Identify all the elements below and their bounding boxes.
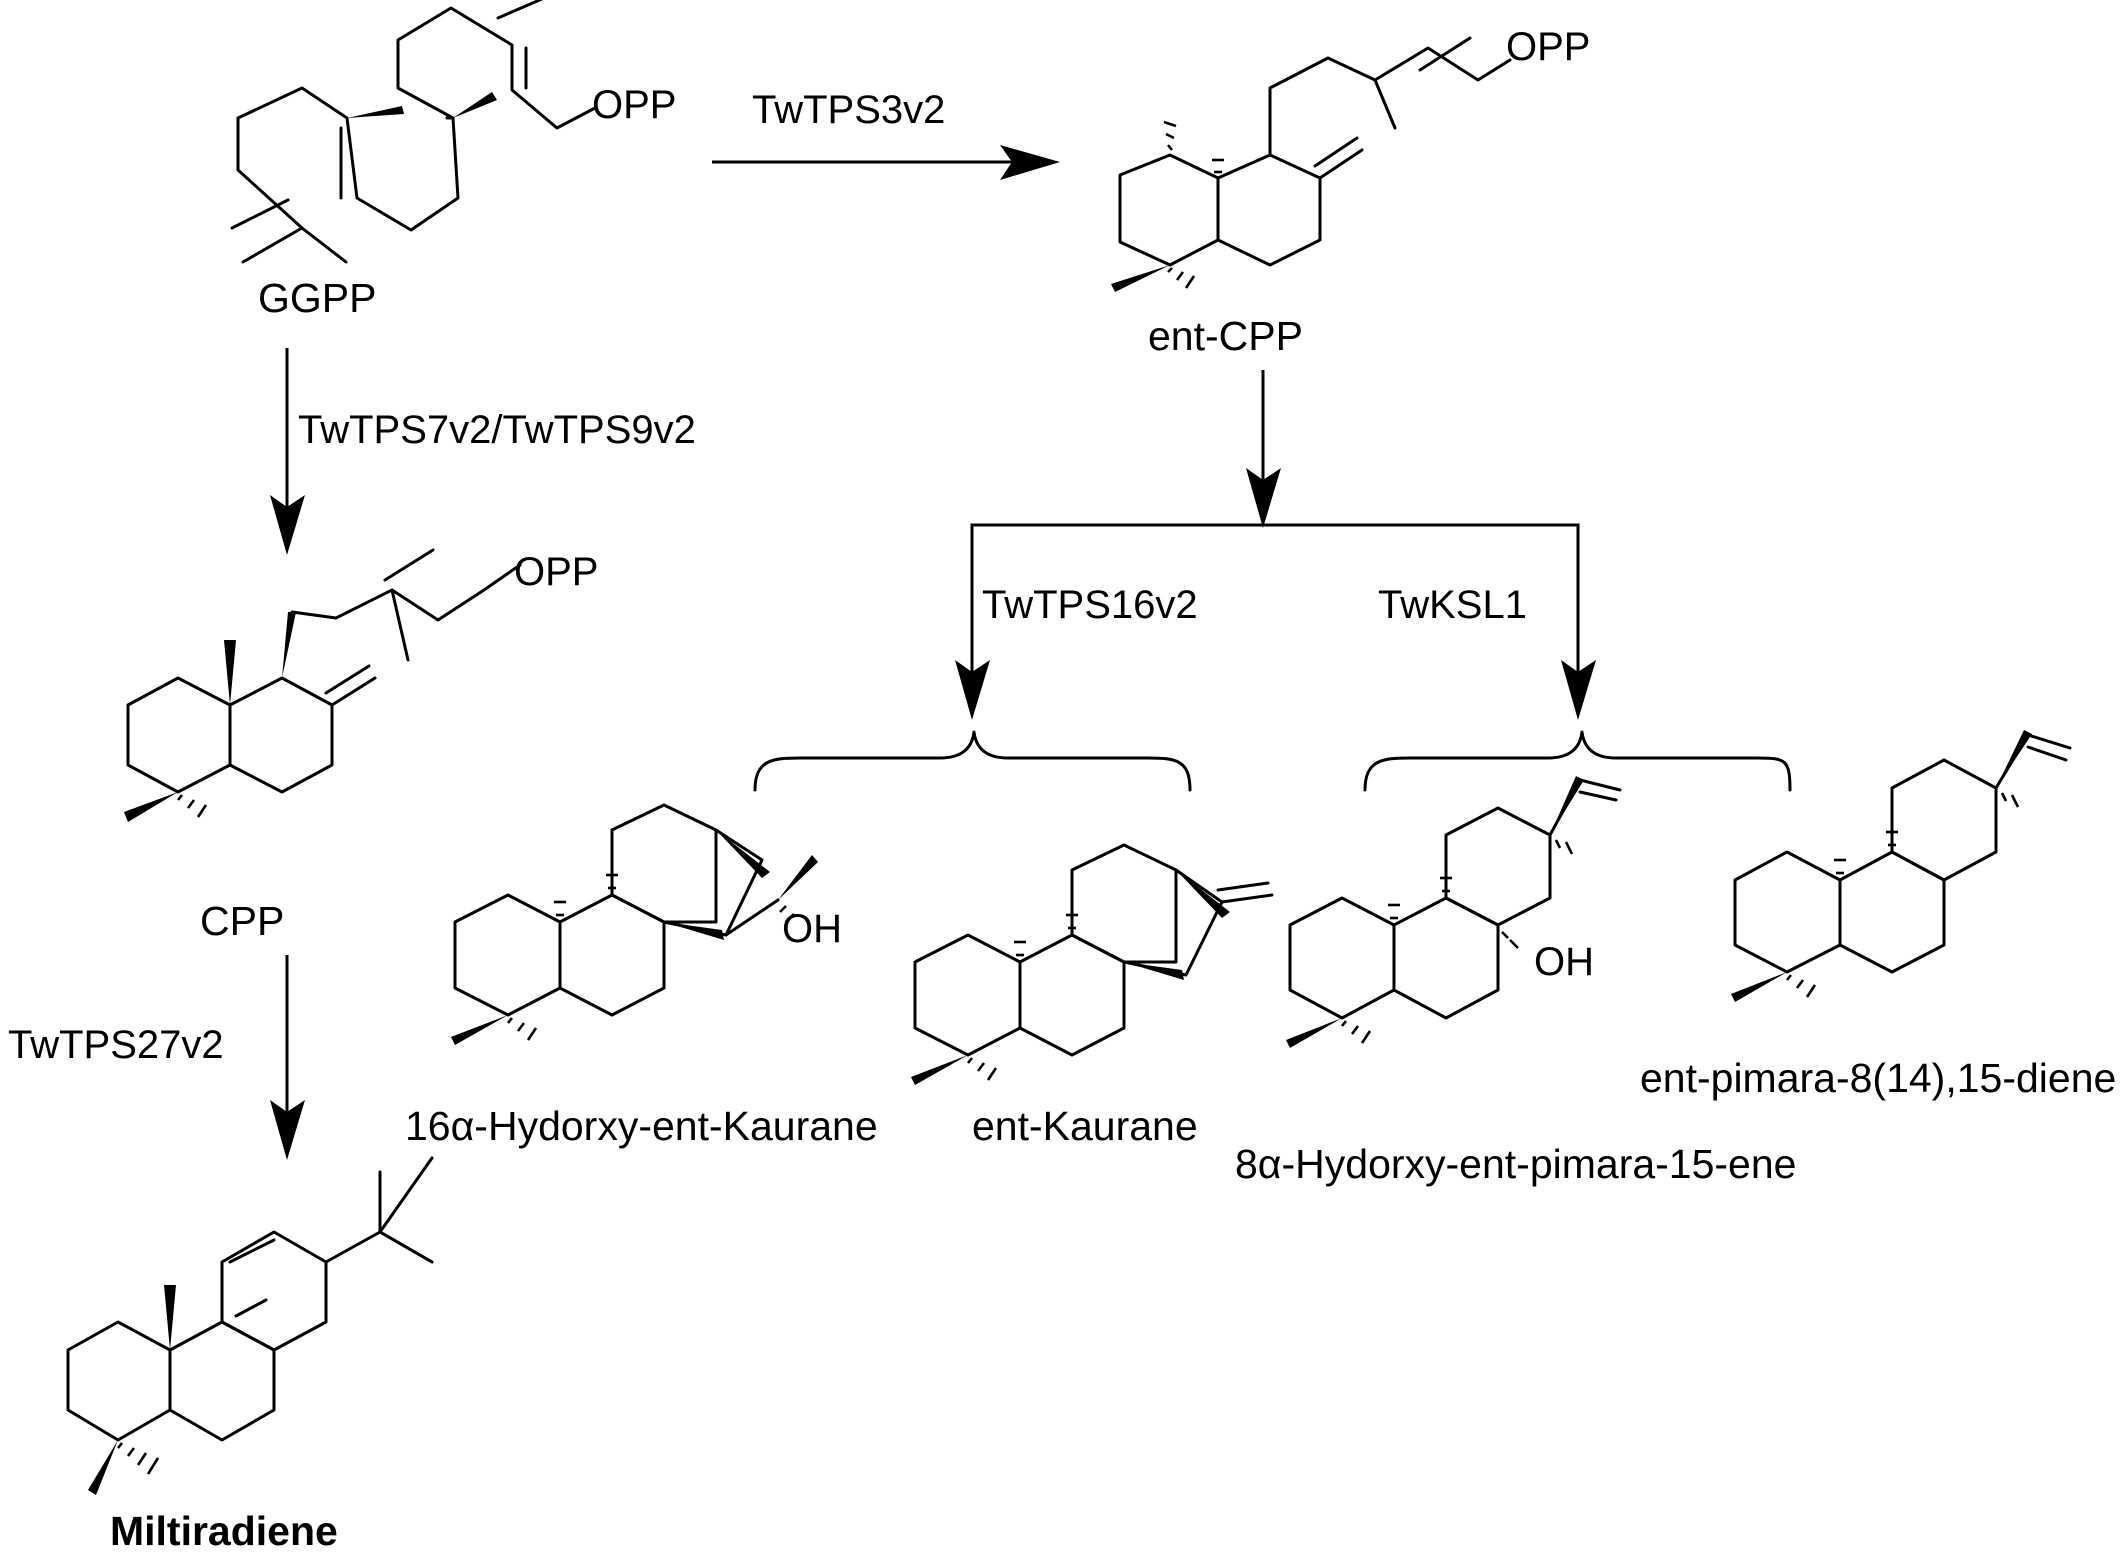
hydroxy-ent-pimara-label: 8α-Hydorxy-ent-pimara-15-ene [1235, 1141, 1796, 1187]
brace-right [1363, 730, 1792, 792]
ent-cpp-structure: OPP [1111, 25, 1590, 292]
miltiradiene-structure [66, 1170, 434, 1495]
cpp-label: CPP [200, 898, 284, 944]
branch-line [970, 523, 1580, 680]
enzyme-twtps7v2-9v2-label: TwTPS7v2/TwTPS9v2 [298, 408, 696, 452]
ent-cpp-label: ent-CPP [1148, 313, 1303, 359]
hydroxy-kaurane-hashes [506, 873, 795, 1041]
arrow-head-twksl1 [1561, 660, 1596, 720]
arrow-head-miltiradiene [270, 1100, 305, 1160]
miltiradiene-label: Miltiradiene [110, 1508, 338, 1554]
ent-pimaradiene-structure [1731, 730, 2072, 1002]
ggpp-opp-label: OPP [592, 83, 676, 127]
arrow-head-twtps16v2 [955, 660, 990, 720]
ent-cpp-opp-label: OPP [1506, 25, 1590, 69]
hydroxy-ent-pimara-structure: OH [1286, 776, 1622, 1048]
miltiradiene-hash-methyl [116, 1442, 160, 1475]
hydroxy-ent-kaurane-label: 16α-Hydorxy-ent-Kaurane [405, 1103, 878, 1149]
ggpp-structure: OPP [230, 0, 676, 264]
hydroxy-ent-kaurane-structure: OH [451, 803, 842, 1045]
ent-pimaradiene-label: ent-pimara-8(14),15-diene [1640, 1055, 2116, 1101]
ent-cpp-hash-methyls [1163, 120, 1224, 289]
enzyme-twtps16v2-label: TwTPS16v2 [982, 583, 1198, 627]
ent-kaurane-structure [911, 843, 1274, 1085]
hydroxy-pimara-oh-label: OH [1534, 940, 1594, 984]
arrow-head-branch [1246, 468, 1281, 528]
isopropyl-methyl [378, 1230, 434, 1264]
enzyme-twtps3v2-label: TwTPS3v2 [752, 88, 945, 132]
arrow-head-cpp [270, 495, 305, 555]
hydroxy-kaurane-oh-label: OH [782, 907, 842, 951]
cpp-opp-label: OPP [514, 550, 598, 594]
cpp-structure: OPP [124, 548, 598, 822]
arrow-head-ent-cpp [1000, 145, 1060, 180]
brace-left [753, 730, 1192, 792]
ggpp-label: GGPP [258, 275, 376, 321]
hydroxy-pimara-hashes [1340, 839, 1574, 1044]
connector-line [378, 1156, 434, 1234]
ent-pimaradiene-hashes [1785, 792, 2020, 998]
enzyme-twksl1-label: TwKSL1 [1378, 583, 1527, 627]
cpp-hash-methyl [176, 794, 208, 818]
ent-kaurane-label: ent-Kaurane [972, 1103, 1198, 1149]
enzyme-twtps27v2-label: TwTPS27v2 [8, 1023, 224, 1067]
ent-kaurane-hashes [966, 913, 1078, 1081]
